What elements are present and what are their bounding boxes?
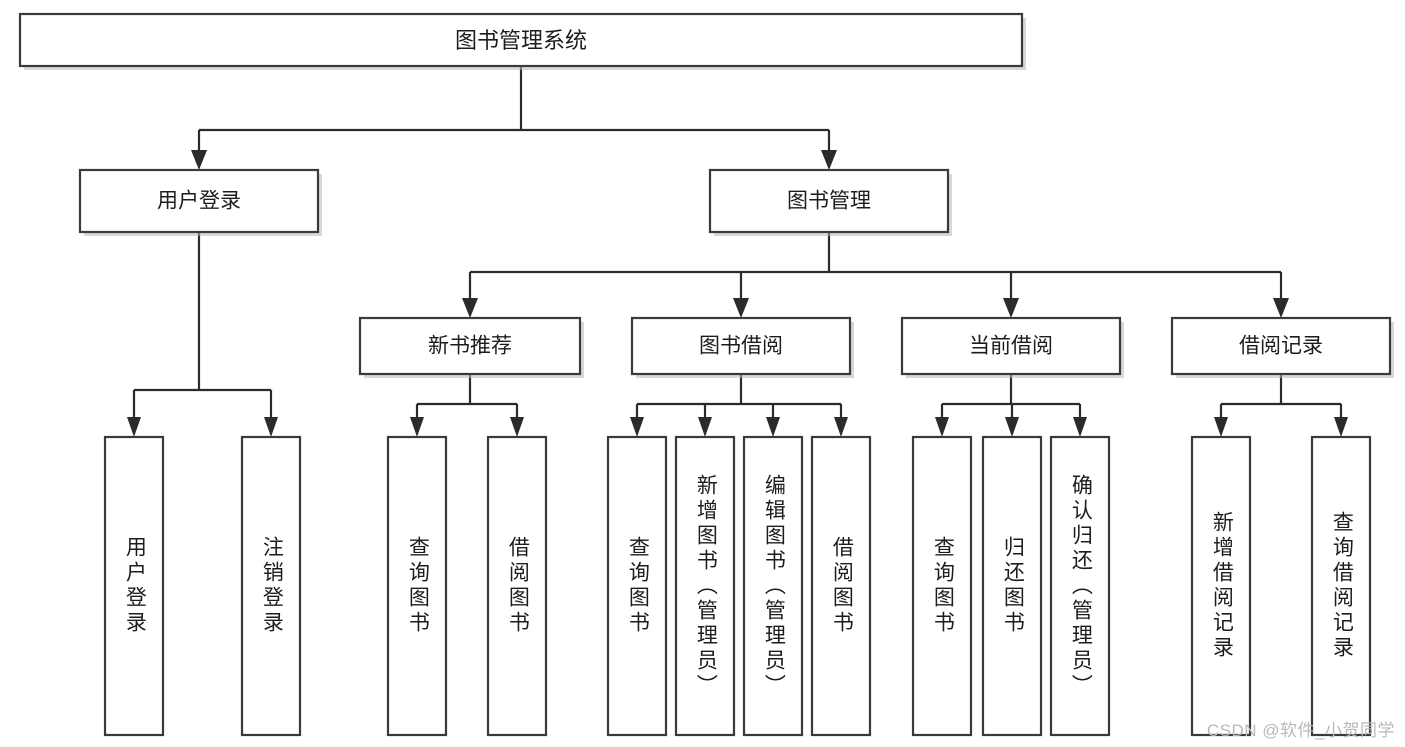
- leaf-box-borrow-book-1[interactable]: [486, 435, 548, 737]
- arrow-leaf-query-book-2: [630, 417, 644, 437]
- arrow-leaf-add-book: [698, 417, 712, 437]
- current-borrowing-label: 当前借阅: [969, 335, 1053, 358]
- node-book-borrowing[interactable]: 图书借阅: [630, 316, 854, 378]
- leaf-box-logout[interactable]: [240, 435, 302, 737]
- leaf-box-add-book[interactable]: [674, 435, 736, 737]
- user-login-box: [78, 168, 320, 234]
- arrow-leaf-edit-book: [766, 417, 780, 437]
- node-new-book-recommendation[interactable]: 新书推荐: [358, 316, 584, 378]
- node-current-borrowing[interactable]: 当前借阅: [900, 316, 1124, 378]
- arrow-leaf-logout: [264, 417, 278, 437]
- new-book-recommendation-label: 新书推荐: [428, 335, 512, 358]
- arrow-to-records: [1273, 298, 1289, 318]
- arrow-leaf-query-record: [1334, 417, 1348, 437]
- leaf-box-add-record[interactable]: [1190, 435, 1252, 737]
- node-root-book-management-system[interactable]: 图书管理系统: [18, 12, 1026, 70]
- borrowing-records-box: [1170, 316, 1392, 376]
- arrow-leaf-return-book: [1005, 417, 1019, 437]
- arrow-leaf-borrow-book-1: [510, 417, 524, 437]
- book-management-box: [708, 168, 950, 234]
- arrow-leaf-query-book-1: [410, 417, 424, 437]
- leaf-box-return-book[interactable]: [981, 435, 1043, 737]
- arrow-to-borrow: [733, 298, 749, 318]
- arrow-leaf-query-book-3: [935, 417, 949, 437]
- leaf-box-confirm-return[interactable]: [1049, 435, 1111, 737]
- arrow-to-book-mgmt: [821, 150, 837, 170]
- user-login-label: 用户登录: [157, 190, 241, 213]
- leaf-box-edit-book[interactable]: [742, 435, 804, 737]
- node-book-management[interactable]: 图书管理: [708, 168, 952, 236]
- leaf-box-query-book-2[interactable]: [606, 435, 668, 737]
- leaf-box-query-book-3[interactable]: [911, 435, 973, 737]
- arrow-leaf-borrow-book-2: [834, 417, 848, 437]
- book-borrowing-label: 图书借阅: [699, 335, 783, 358]
- book-management-label: 图书管理: [787, 190, 871, 213]
- node-user-login[interactable]: 用户登录: [78, 168, 322, 236]
- arrow-to-newbook: [462, 298, 478, 318]
- arrow-leaf-add-record: [1214, 417, 1228, 437]
- arrow-to-current: [1003, 298, 1019, 318]
- arrow-leaf-user-login: [127, 417, 141, 437]
- arrow-leaf-confirm-return: [1073, 417, 1087, 437]
- leaf-box-query-book-1[interactable]: [386, 435, 448, 737]
- node-borrowing-records[interactable]: 借阅记录: [1170, 316, 1394, 378]
- arrow-to-user-login: [191, 150, 207, 170]
- csdn-watermark: CSDN @软件_小贺同学: [1206, 721, 1395, 740]
- leaf-box-borrow-book-2[interactable]: [810, 435, 872, 737]
- leaf-box-query-record[interactable]: [1310, 435, 1372, 737]
- new-book-recommendation-box: [358, 316, 582, 376]
- connector-layer: [127, 66, 1348, 437]
- borrowing-records-label: 借阅记录: [1239, 335, 1323, 358]
- root-box: [18, 12, 1024, 68]
- book-borrowing-box: [630, 316, 852, 376]
- root-label: 图书管理系统: [455, 28, 587, 53]
- leaf-box-user-login[interactable]: [103, 435, 165, 737]
- current-borrowing-box: [900, 316, 1122, 376]
- leaf-box-layer: [103, 435, 1372, 737]
